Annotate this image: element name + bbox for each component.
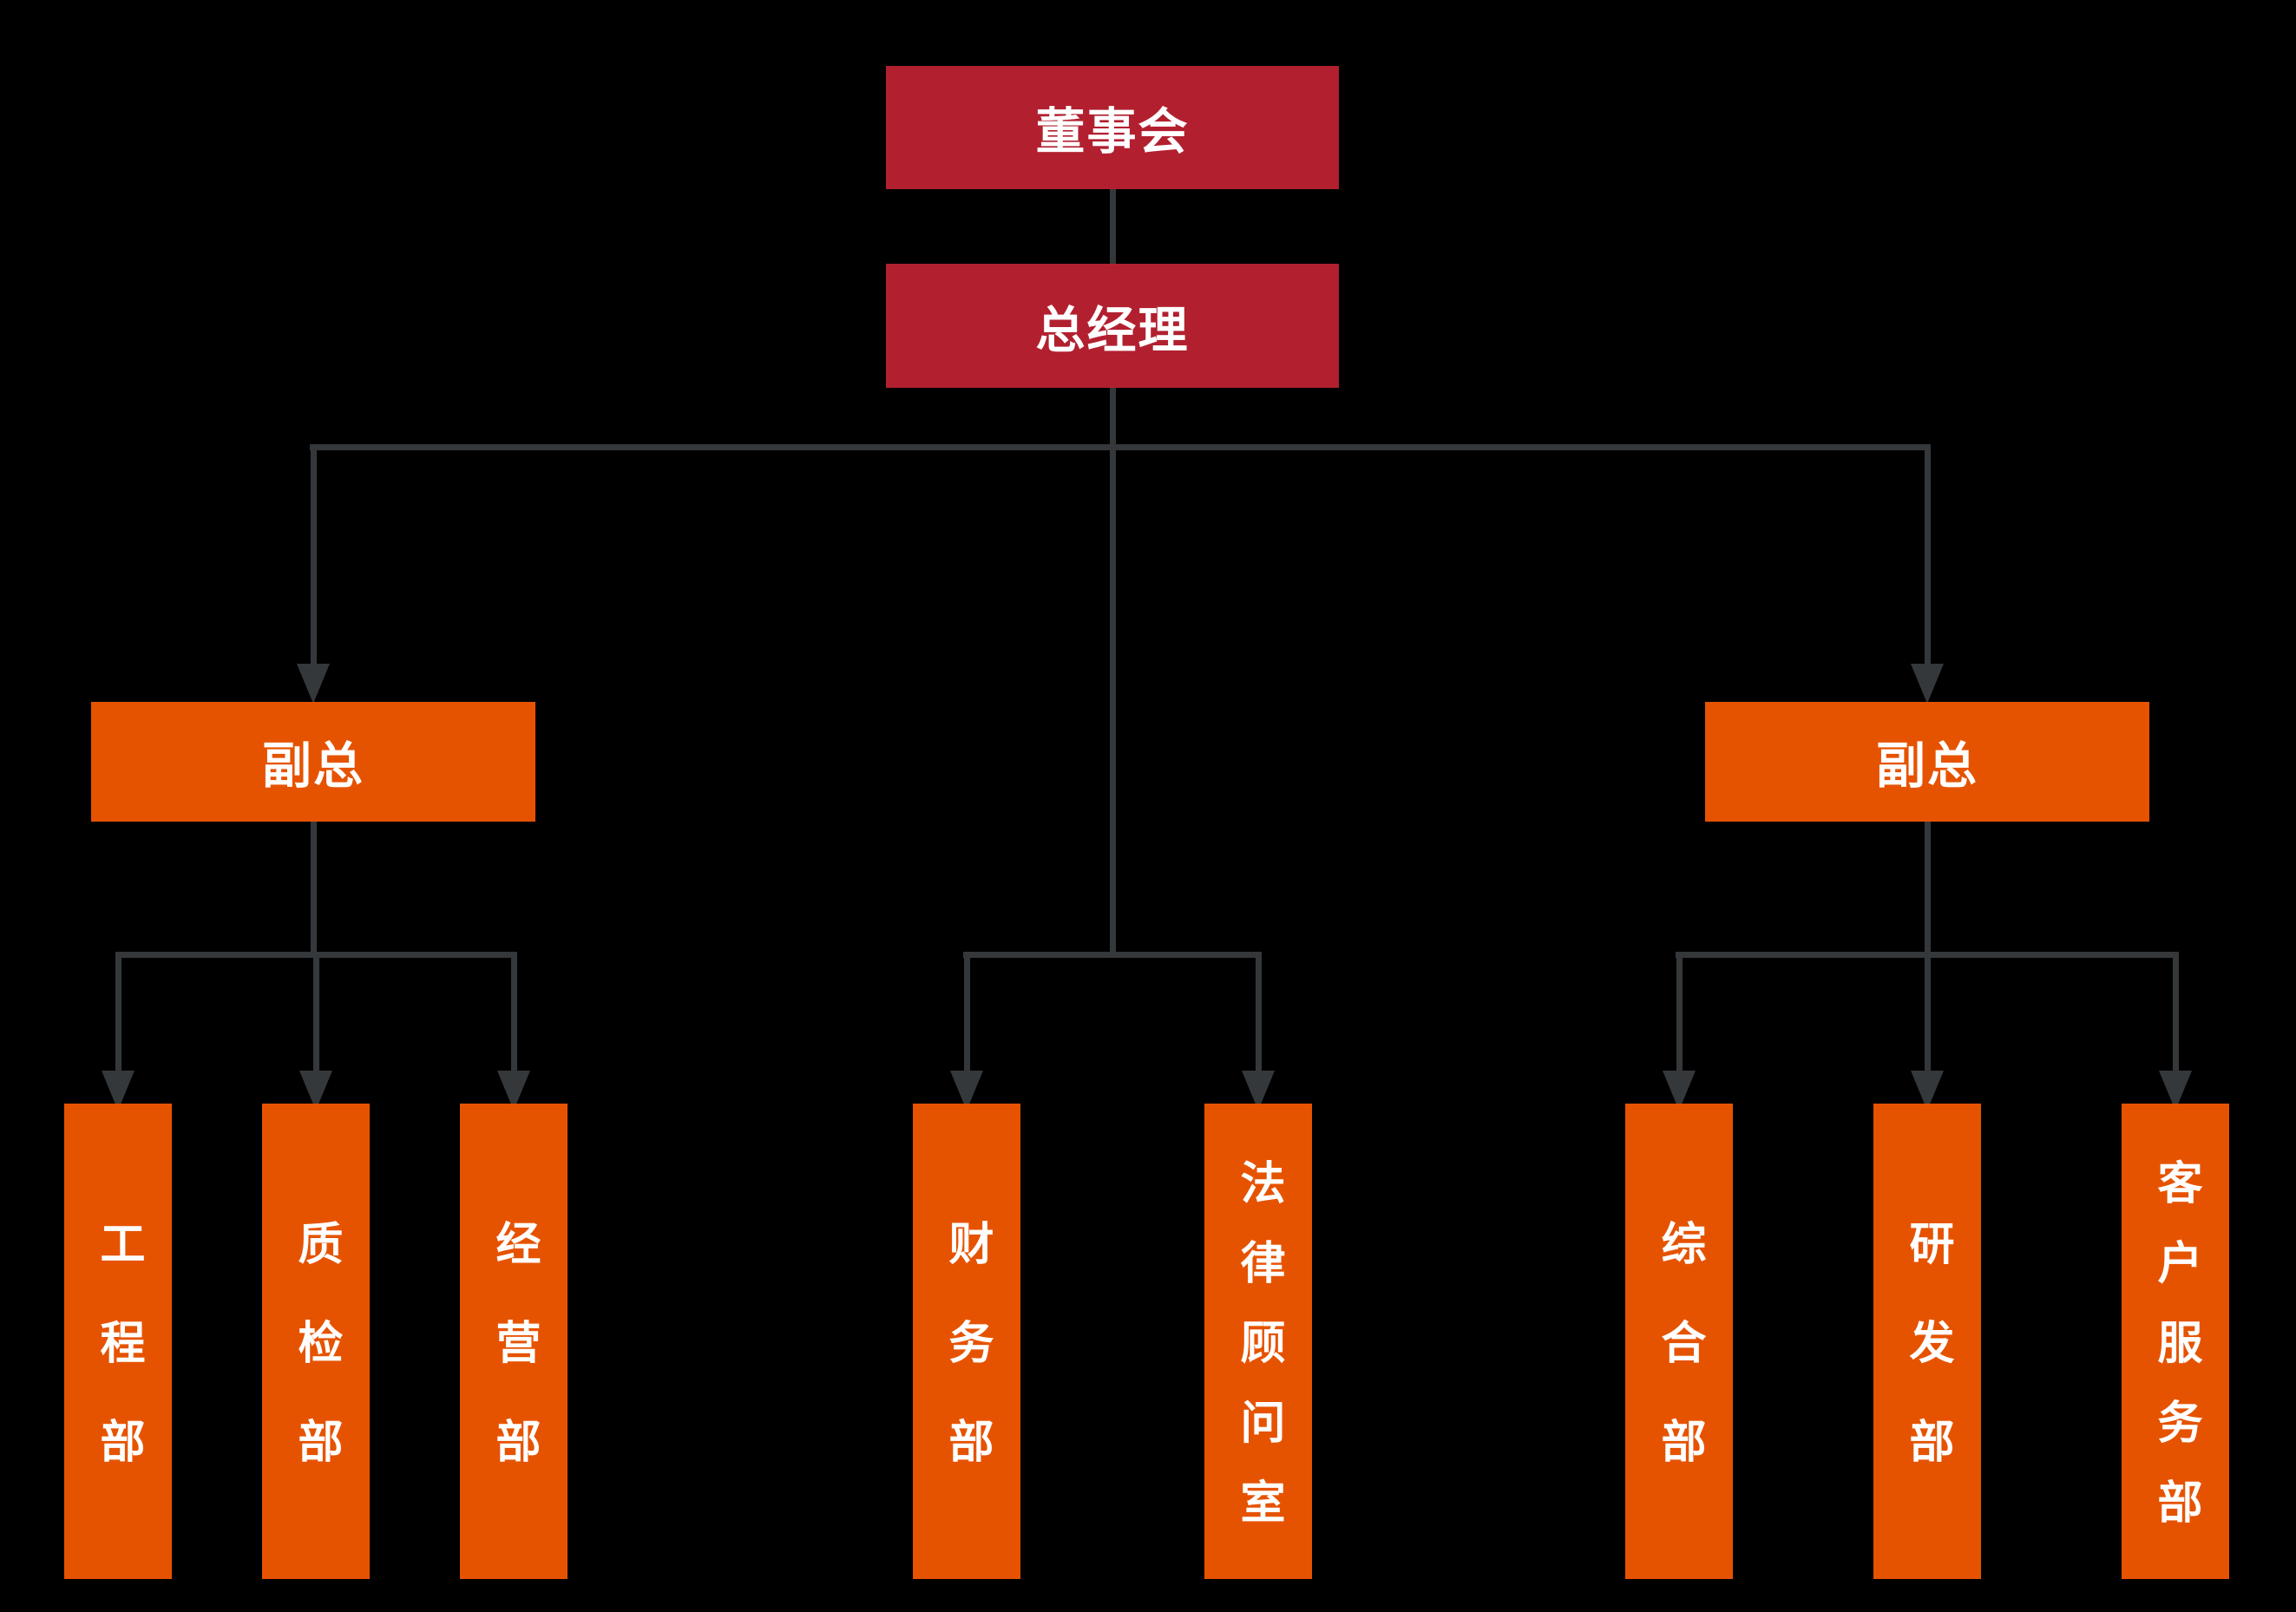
arrowhead-vp-left	[297, 664, 330, 704]
connector-main-horizontal	[310, 444, 1930, 450]
dept-finance-label: 财务部	[941, 1220, 992, 1517]
dept-legal-counsel-office-label: 法律顾问室	[1233, 1159, 1283, 1558]
node-vice-president-left: 副总	[91, 702, 535, 822]
dept-quality-inspection: 质检部	[262, 1104, 370, 1579]
connector-drop-vp-left	[311, 444, 317, 668]
dept-engineering: 工程部	[64, 1104, 172, 1579]
dept-operations: 经营部	[460, 1104, 567, 1579]
connector-drop-quality	[313, 952, 319, 1074]
connector-drop-operations	[511, 952, 517, 1074]
dept-finance: 财务部	[913, 1104, 1020, 1579]
dept-operations-label: 经营部	[489, 1220, 539, 1517]
dept-engineering-label: 工程部	[93, 1220, 143, 1517]
connector-drop-legal	[1256, 952, 1262, 1074]
node-board-of-directors: 董事会	[886, 66, 1339, 189]
connector-stub-vp-left	[311, 822, 317, 958]
arrowhead-vp-right	[1911, 664, 1944, 704]
general-manager-label: 总经理	[1035, 302, 1190, 358]
dept-customer-service: 客户服务部	[2122, 1104, 2229, 1579]
connector-drop-vp-right	[1925, 444, 1931, 668]
node-vice-president-right: 副总	[1705, 702, 2149, 822]
connector-drop-finance	[964, 952, 970, 1074]
connector-drop-engineering	[115, 952, 121, 1074]
dept-general-affairs: 综合部	[1625, 1104, 1733, 1579]
dept-research-development: 研发部	[1873, 1104, 1981, 1579]
dept-quality-inspection-label: 质检部	[291, 1220, 341, 1517]
connector-center-axis	[1110, 388, 1116, 958]
vice-president-right-label: 副总	[1876, 738, 1978, 794]
connector-drop-general	[1676, 952, 1683, 1074]
connector-stub-vp-right	[1925, 822, 1931, 958]
connector-board-gm	[1110, 189, 1116, 264]
connector-drop-customer	[2173, 952, 2179, 1074]
connector-drop-rd	[1925, 952, 1931, 1074]
board-of-directors-label: 董事会	[1035, 104, 1190, 160]
dept-customer-service-label: 客户服务部	[2150, 1159, 2201, 1558]
dept-legal-counsel-office: 法律顾问室	[1204, 1104, 1312, 1579]
node-general-manager: 总经理	[886, 264, 1339, 388]
dept-general-affairs-label: 综合部	[1654, 1220, 1704, 1517]
dept-research-development-label: 研发部	[1902, 1220, 1952, 1517]
connector-mid-horizontal	[963, 952, 1261, 958]
vice-president-left-label: 副总	[262, 738, 364, 794]
